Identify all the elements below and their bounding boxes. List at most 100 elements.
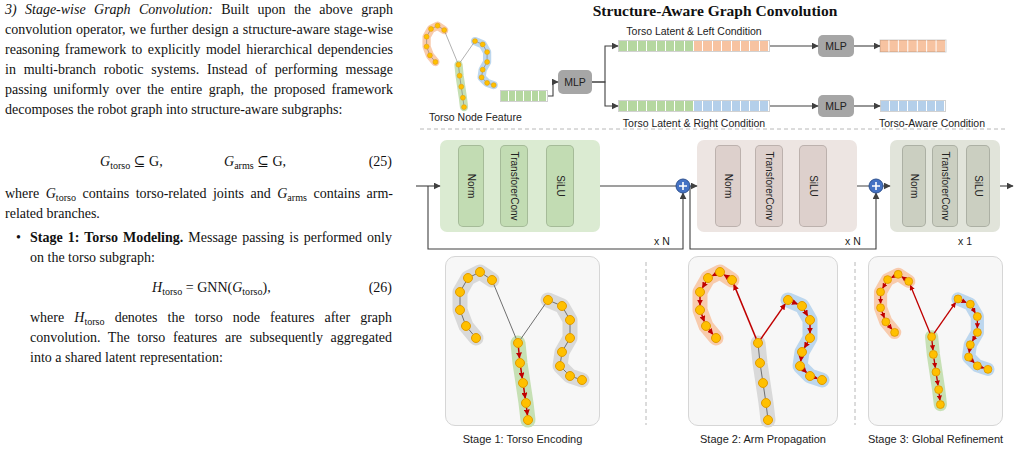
mlp-box: MLP (818, 95, 854, 117)
feature-cell (703, 101, 712, 111)
joint-node (485, 60, 490, 65)
subscript: torso (84, 316, 104, 327)
body-text: G (277, 186, 287, 201)
feature-cell (647, 41, 656, 51)
add-circle (869, 179, 883, 193)
body-text: 3) Stage-wise Graph Convolution: (5, 2, 213, 17)
feature-cell (685, 41, 694, 51)
text-block: 3) Stage-wise Graph Convolution: Built u… (5, 0, 393, 120)
body-text: = GNN( (186, 280, 232, 295)
norm-layer: Norm (902, 145, 926, 227)
input-arrow (416, 185, 440, 186)
feature-cell (908, 101, 917, 111)
feature-cell (722, 41, 731, 51)
text-block: Htorso = GNN(Gtorso), (152, 278, 312, 298)
joint-node (460, 95, 465, 100)
layer-block: NormTransforerConvSiLUx 1 (890, 140, 1000, 232)
joint-node (459, 84, 464, 89)
joint-node (424, 44, 429, 49)
feature-cell (501, 91, 509, 101)
graph-edge (460, 43, 474, 63)
feature-cell (666, 41, 675, 51)
subscript: torso (242, 286, 262, 297)
graph-edge (483, 79, 485, 81)
joint-node (427, 53, 432, 58)
body-text: G (224, 154, 234, 169)
node-label: MLP (818, 40, 854, 52)
node-label: x N (654, 235, 670, 247)
joint-node (429, 27, 434, 32)
joint-node (457, 73, 462, 78)
graph-edge (433, 27, 435, 28)
joint-node (424, 34, 429, 39)
layer-block: NormTransforerConvSiLUx N (697, 140, 857, 232)
flow-connector (600, 185, 697, 186)
mlp-box: MLP (818, 35, 854, 57)
feature-cell (638, 101, 647, 111)
flow-connector (770, 105, 818, 106)
mlp-box: MLP (558, 70, 592, 94)
feature-cell (741, 101, 750, 111)
feature-cell (890, 101, 899, 111)
norm-layer: Norm (458, 145, 484, 227)
graph-edge (463, 100, 465, 104)
feature-cell (732, 41, 741, 51)
feature-vector (880, 40, 946, 52)
branch-highlight (475, 41, 494, 85)
node-label: Torso Node Feature (429, 111, 522, 123)
joint-node (491, 83, 496, 88)
node-label: Stage 2: Arm Propagation (700, 433, 826, 445)
body-text: (25) (369, 154, 392, 169)
flow-connector (548, 82, 558, 96)
flow-connector (592, 82, 618, 106)
feature-vector: Torso Node Feature (500, 90, 548, 102)
branch-highlight (427, 26, 445, 62)
body-text: ), (262, 280, 270, 295)
node-label: TransforerConv (509, 151, 519, 220)
node-label: Torso Latent & Right Condition (623, 117, 765, 129)
node-label: SiLU (808, 175, 818, 197)
feature-cell (899, 40, 907, 52)
body-text: Built upon the above graph convolution o… (5, 2, 393, 117)
text-block: where Htorso denotes the torso node feat… (30, 308, 392, 368)
feature-cell (675, 101, 684, 111)
node-label: MLP (558, 76, 592, 88)
feature-cell (713, 41, 722, 51)
feature-cell (532, 91, 540, 101)
node-label: Torso-Aware Condition (879, 117, 985, 129)
feature-vector: Torso Latent & Left Condition (618, 40, 770, 52)
joint-node (485, 80, 490, 85)
feature-cell (722, 101, 731, 111)
node-label: Norm (466, 174, 476, 198)
node-label: Stage 3: Global Refinement (868, 433, 1003, 445)
graph-edge (481, 72, 482, 75)
feature-cell (760, 41, 769, 51)
feature-cell (918, 40, 926, 52)
feature-cell (516, 91, 524, 101)
feature-cell (889, 40, 897, 52)
text-block: Stage 1: Torso Modeling. Message passing… (30, 228, 392, 268)
graph-edge (427, 49, 429, 53)
node-label: Stage 1: Torso Encoding (463, 433, 583, 445)
feature-cell (918, 101, 927, 111)
feature-cell (524, 91, 532, 101)
add-circle (676, 179, 690, 193)
activation-layer: SiLU (546, 145, 574, 227)
plus-sign (872, 182, 880, 190)
body-text: where (5, 186, 39, 201)
graph-edge (445, 32, 457, 62)
feature-cell (509, 91, 517, 101)
joint-node (485, 50, 490, 55)
graph-edge (484, 64, 486, 67)
feature-cell (937, 40, 945, 52)
flow-arrow (854, 45, 880, 46)
flow-connector (857, 185, 890, 186)
feature-cell (657, 101, 666, 111)
node-label: SiLU (973, 175, 983, 197)
feature-cell (908, 40, 916, 52)
feature-cell (694, 101, 703, 111)
feature-cell (880, 40, 888, 52)
node-label: Norm (909, 174, 919, 198)
joint-node (435, 23, 440, 28)
node-label: Norm (723, 174, 733, 198)
